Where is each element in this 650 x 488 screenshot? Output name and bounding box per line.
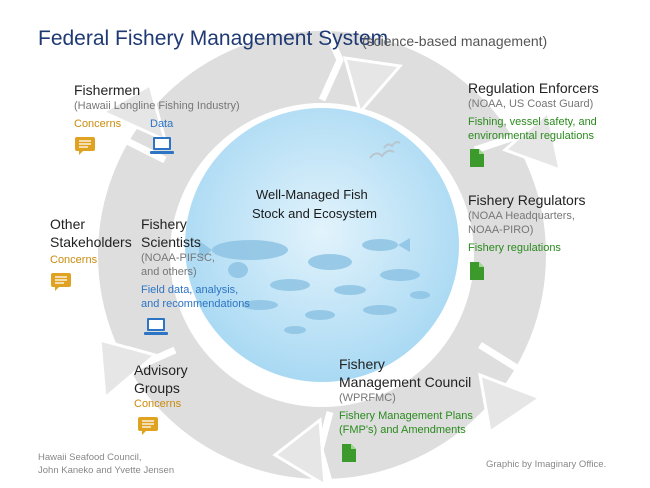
credit-right: Graphic by Imaginary Office. [486,459,607,470]
regulators-heading: Fishery Regulators [468,192,586,208]
enforcers-sub: (NOAA, US Coast Guard) [468,98,594,110]
scientists-sub-line2: and others) [141,266,197,278]
council-sub: (WPRFMC) [339,392,396,404]
council-output-line2: (FMP's) and Amendments [339,424,466,436]
center-label-line2: Stock and Ecosystem [252,206,377,221]
credit-left-line2: John Kaneko and Yvette Jensen [38,465,175,476]
document-icon [470,262,484,280]
council-heading-line2: Management Council [339,374,472,390]
laptop-icon [144,318,168,335]
regulators-sub-line1: (NOAA Headquarters, [468,210,575,222]
document-icon [342,444,356,462]
fishermen-concerns: Concerns [74,118,122,130]
enforcers-output-line1: Fishing, vessel safety, and [468,116,597,128]
advisory-concerns: Concerns [134,398,182,410]
fishermen-sub: (Hawaii Longline Fishing Industry) [74,100,240,112]
council-output-line1: Fishery Management Plans [339,410,473,422]
regulators-output: Fishery regulations [468,242,561,254]
stakeholders-concerns: Concerns [50,254,98,266]
fishermen-data: Data [150,118,174,130]
page-subtitle: (science-based management) [362,33,548,49]
fishermen-heading: Fishermen [74,82,141,98]
center-label-line1: Well-Managed Fish [256,187,368,202]
seagull-icon [369,141,401,159]
speech-bubble-icon [138,417,158,435]
credit-left-line1: Hawaii Seafood Council, [38,452,142,463]
regulators-sub-line2: NOAA-PIRO) [468,224,534,236]
speech-bubble-icon [75,137,95,155]
page-title: Federal Fishery Management System [38,27,389,50]
scientists-sub-line1: (NOAA-PIFSC, [141,252,215,264]
scientists-output-line1: Field data, analysis, [141,284,239,296]
council-heading-line1: Fishery [339,356,385,372]
advisory-heading-line2: Groups [134,380,180,396]
laptop-icon [150,137,174,154]
speech-bubble-icon [51,273,71,291]
enforcers-heading: Regulation Enforcers [468,80,599,96]
scientists-output-line2: and recommendations [141,298,250,310]
document-icon [470,149,484,167]
stakeholders-heading-line2: Stakeholders [50,234,132,250]
fish-school [198,238,430,334]
advisory-heading-line1: Advisory [134,362,188,378]
enforcers-output-line2: environmental regulations [468,130,594,142]
scientists-heading-line1: Fishery [141,216,187,232]
stakeholders-heading-line1: Other [50,216,86,232]
scientists-heading-line2: Scientists [141,234,201,250]
